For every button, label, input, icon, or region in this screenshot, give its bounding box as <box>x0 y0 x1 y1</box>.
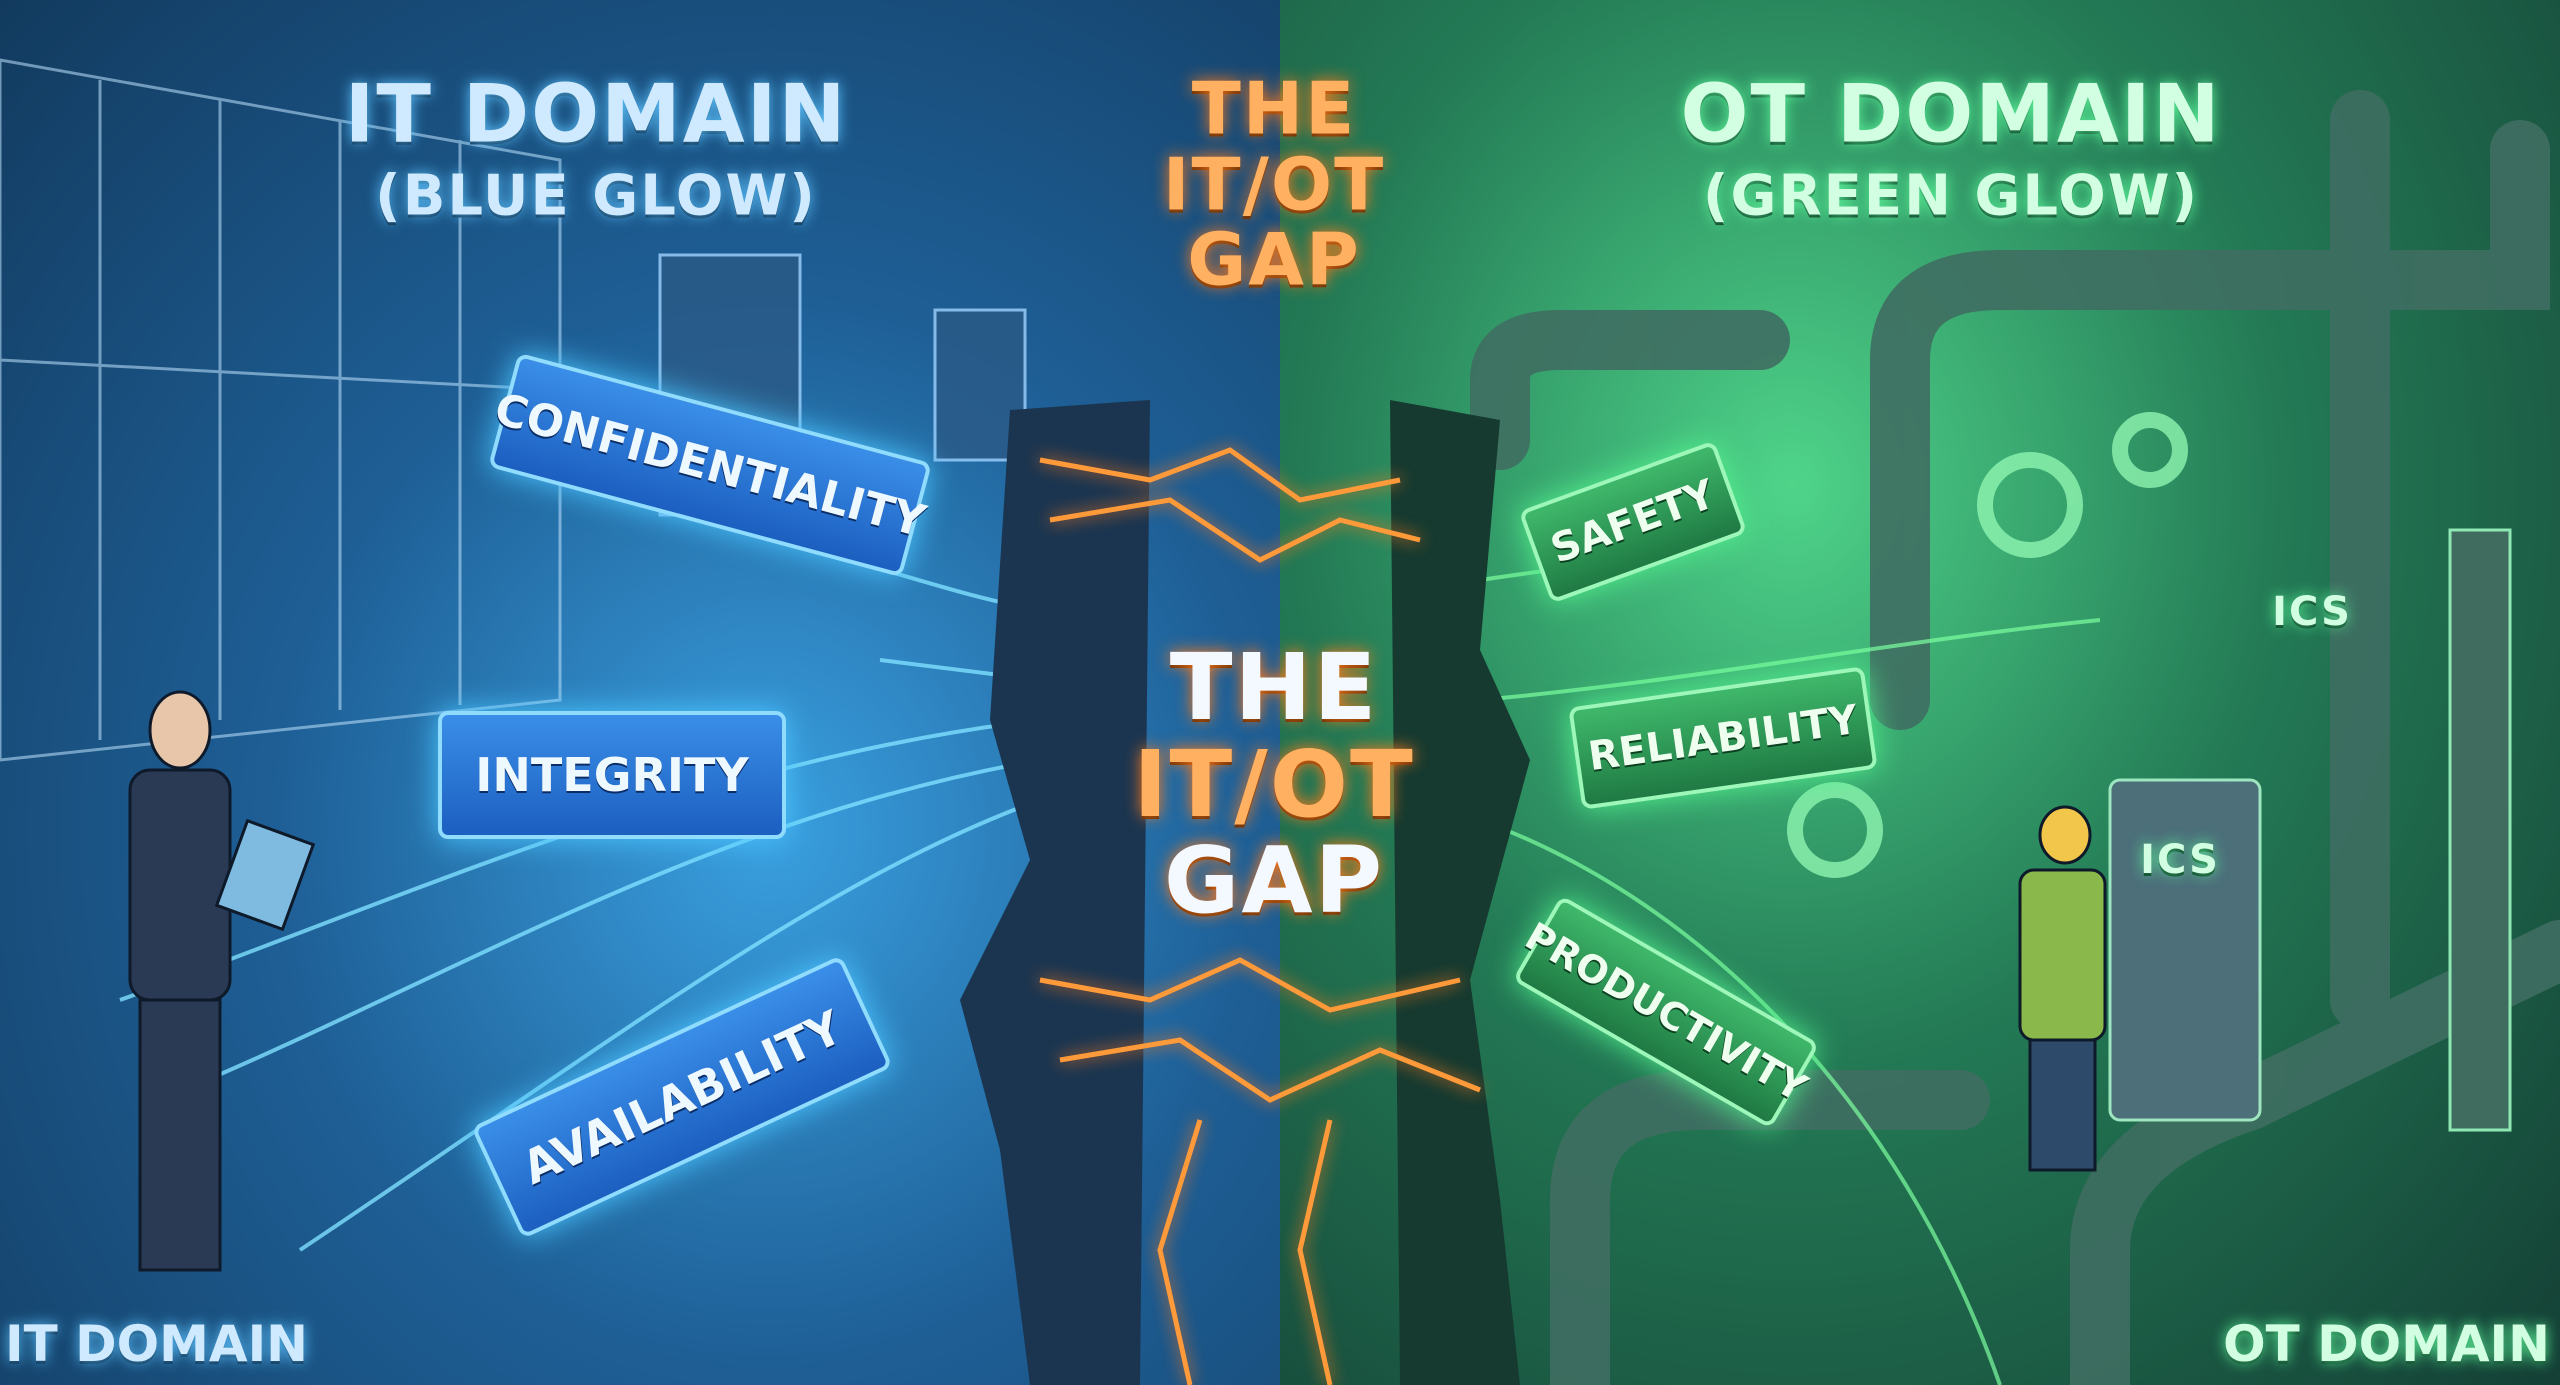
gear-icon <box>1787 412 2188 878</box>
lightning-cracks <box>1039 447 1481 1385</box>
it-domain-corner-label: IT DOMAIN <box>5 1315 309 1373</box>
ot-domain-title: OT DOMAIN <box>1680 67 2222 161</box>
chasm-right <box>1390 400 1530 1385</box>
it-professional <box>128 690 316 1272</box>
ot-domain-subtitle: (GREEN GLOW) <box>1702 163 2200 229</box>
office-building <box>0 58 562 762</box>
ot-domain-corner-label: OT DOMAIN <box>2223 1315 2550 1373</box>
ics-tower-label: ICS <box>2272 589 2352 635</box>
it-domain-title: IT DOMAIN <box>344 67 848 161</box>
it-domain-subtitle: (BLUE GLOW) <box>375 163 817 229</box>
chasm <box>960 400 1150 1385</box>
ot-worker <box>2018 805 2107 1172</box>
integrity-panel: INTEGRITY <box>438 711 786 839</box>
control-panel <box>2108 778 2262 1122</box>
ics-panel-label: ICS <box>2140 837 2220 883</box>
